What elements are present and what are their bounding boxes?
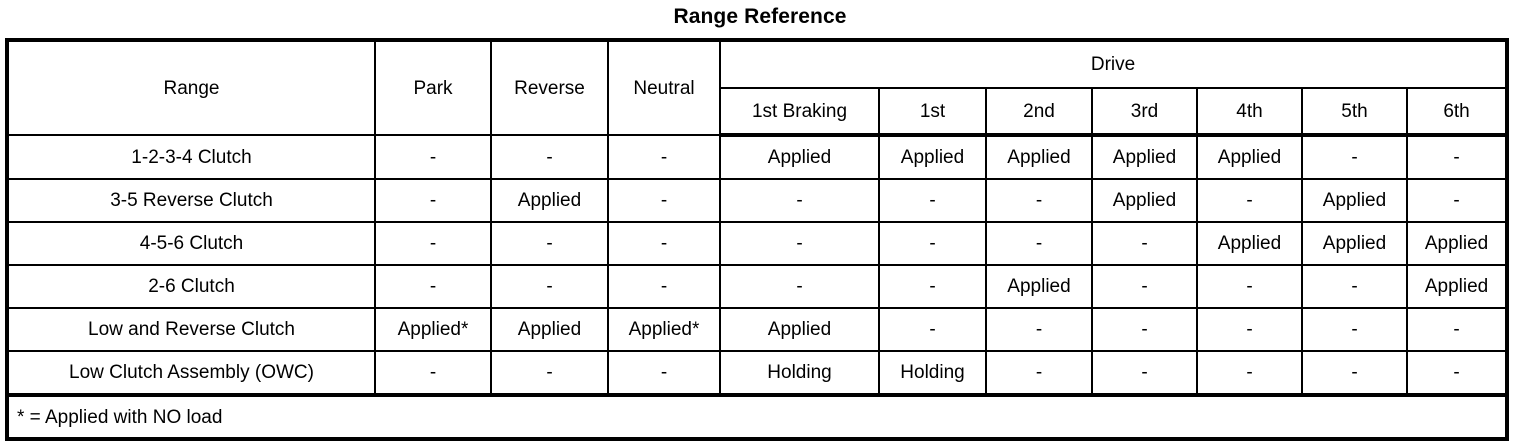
column-header-reverse: Reverse: [490, 39, 609, 136]
cell-3rd: -: [1091, 221, 1198, 266]
cell-3rd: -: [1091, 307, 1198, 352]
cell-1st-braking: Applied: [719, 307, 880, 352]
table-row: 3-5 Reverse Clutch - Applied - - - - App…: [6, 178, 1509, 223]
table-row: Low Clutch Assembly (OWC) - - - Holding …: [6, 350, 1509, 396]
cell-2nd: -: [985, 221, 1093, 266]
cell-2nd: -: [985, 178, 1093, 223]
cell-neutral: -: [607, 264, 721, 309]
cell-reverse: -: [490, 221, 609, 266]
cell-4th: Applied: [1196, 134, 1303, 180]
cell-5th: -: [1301, 307, 1408, 352]
table-footnote-row: * = Applied with NO load: [5, 393, 1509, 440]
cell-1st-braking: -: [719, 178, 880, 223]
cell-1st-braking: -: [719, 221, 880, 266]
cell-reverse: Applied: [490, 307, 609, 352]
cell-reverse: Applied: [490, 178, 609, 223]
cell-1st: Holding: [878, 350, 987, 396]
cell-3rd: Applied: [1091, 178, 1198, 223]
cell-park: -: [374, 264, 492, 309]
cell-4th: -: [1196, 350, 1303, 396]
cell-5th: Applied: [1301, 178, 1408, 223]
column-header-range: Range: [6, 39, 376, 136]
range-reference-page: Range Reference Range Park Rever: [5, 5, 1510, 441]
cell-1st-braking: Holding: [719, 350, 880, 396]
cell-1st: -: [878, 221, 987, 266]
row-label: 4-5-6 Clutch: [6, 221, 376, 266]
cell-4th: -: [1196, 264, 1303, 309]
header-row-gears: 1st Braking 1st 2nd 3rd 4th 5th 6th: [7, 87, 1509, 137]
row-label: Low Clutch Assembly (OWC): [6, 350, 376, 396]
column-header-1st: 1st: [878, 87, 987, 137]
cell-park: -: [374, 350, 492, 396]
cell-neutral: -: [607, 134, 721, 180]
cell-6th: Applied: [1405, 221, 1509, 266]
row-label: 1-2-3-4 Clutch: [6, 134, 376, 180]
cell-3rd: Applied: [1091, 134, 1198, 180]
cell-6th: Applied: [1405, 264, 1509, 309]
cell-6th: -: [1405, 178, 1509, 223]
table-row: 2-6 Clutch - - - - - Applied - - - Appli…: [6, 264, 1509, 309]
cell-1st: -: [878, 264, 987, 309]
cell-neutral: -: [607, 350, 721, 396]
table-row: 1-2-3-4 Clutch - - - Applied Applied App…: [6, 134, 1509, 180]
footnote-text: * = Applied with NO load: [5, 393, 1509, 440]
cell-6th: -: [1405, 350, 1509, 396]
cell-reverse: -: [490, 350, 609, 396]
range-reference-table: Range Park Reverse Neutral Drive 1st Bra…: [5, 38, 1510, 441]
table-header: Range Park Reverse Neutral Drive 1st Bra…: [6, 39, 1509, 137]
range-reference-table-container: Range Park Reverse Neutral Drive 1st Bra…: [5, 38, 1510, 441]
cell-park: -: [374, 221, 492, 266]
cell-neutral: -: [607, 221, 721, 266]
column-header-3rd: 3rd: [1091, 87, 1198, 137]
cell-5th: Applied: [1301, 221, 1408, 266]
column-header-park: Park: [374, 39, 492, 136]
table-row: 4-5-6 Clutch - - - - - - - Applied Appli…: [6, 221, 1509, 266]
column-header-4th: 4th: [1196, 87, 1303, 137]
cell-1st-braking: -: [719, 264, 880, 309]
row-label: 3-5 Reverse Clutch: [6, 178, 376, 223]
cell-6th: -: [1405, 134, 1509, 180]
cell-neutral: Applied*: [607, 307, 721, 352]
cell-5th: -: [1301, 350, 1408, 396]
cell-park: -: [374, 134, 492, 180]
column-header-1st-braking: 1st Braking: [719, 87, 880, 137]
column-header-neutral: Neutral: [607, 39, 721, 136]
cell-4th: Applied: [1196, 221, 1303, 266]
page-title: Range Reference: [673, 5, 847, 28]
row-label: Low and Reverse Clutch: [6, 307, 376, 352]
cell-2nd: -: [985, 350, 1093, 396]
cell-4th: -: [1196, 307, 1303, 352]
cell-2nd: -: [985, 307, 1093, 352]
cell-reverse: -: [490, 264, 609, 309]
cell-5th: -: [1301, 134, 1408, 180]
cell-3rd: -: [1091, 350, 1198, 396]
column-header-6th: 6th: [1405, 87, 1509, 137]
cell-1st: -: [878, 178, 987, 223]
column-header-5th: 5th: [1301, 87, 1408, 137]
cell-2nd: Applied: [985, 134, 1093, 180]
column-header-2nd: 2nd: [985, 87, 1093, 137]
cell-4th: -: [1196, 178, 1303, 223]
column-group-header-drive: Drive: [718, 39, 1509, 89]
header-row-group: Range Park Reverse Neutral Drive: [6, 39, 1509, 136]
cell-5th: -: [1301, 264, 1408, 309]
cell-6th: -: [1405, 307, 1509, 352]
cell-neutral: -: [607, 178, 721, 223]
cell-2nd: Applied: [985, 264, 1093, 309]
table-row: Low and Reverse Clutch Applied* Applied …: [6, 307, 1509, 352]
cell-park: -: [374, 178, 492, 223]
cell-3rd: -: [1091, 264, 1198, 309]
cell-park: Applied*: [374, 307, 492, 352]
cell-1st: -: [878, 307, 987, 352]
table-body: 1-2-3-4 Clutch - - - Applied Applied App…: [5, 134, 1509, 440]
cell-1st-braking: Applied: [719, 134, 880, 180]
cell-1st: Applied: [878, 134, 987, 180]
cell-reverse: -: [490, 134, 609, 180]
row-label: 2-6 Clutch: [6, 264, 376, 309]
